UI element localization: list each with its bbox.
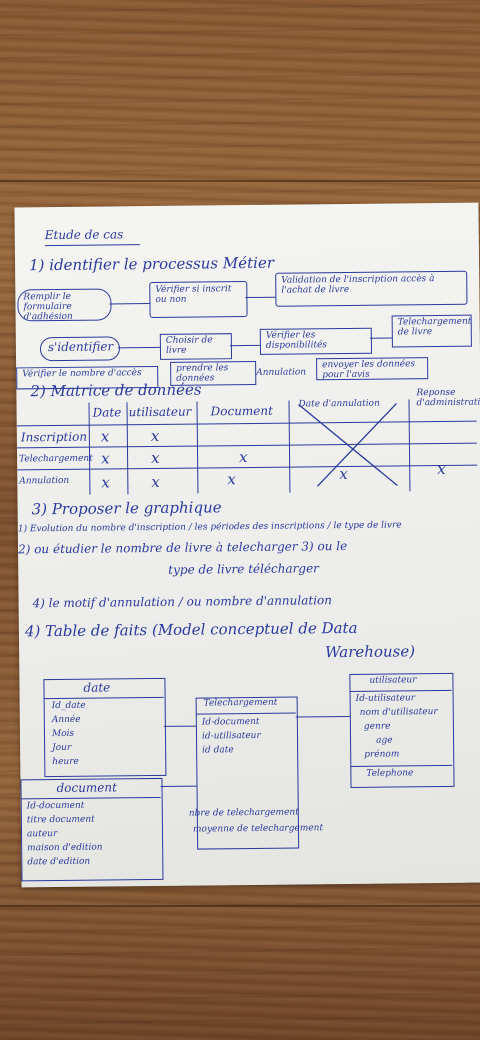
handwritten-sheet: Etude de cas 1) identifier le processus … — [14, 202, 480, 888]
step4-title: Warehouse) — [325, 642, 416, 662]
step4-title: 4) Table de faits (Model conceptuel de D… — [24, 618, 358, 641]
step3-line: 3) Proposer le graphique — [31, 498, 222, 519]
plank-seam — [0, 905, 480, 907]
step3-line: type de livre télécharger — [168, 561, 319, 577]
matrix-cross-marks — [298, 403, 398, 487]
plank-seam — [0, 180, 480, 182]
